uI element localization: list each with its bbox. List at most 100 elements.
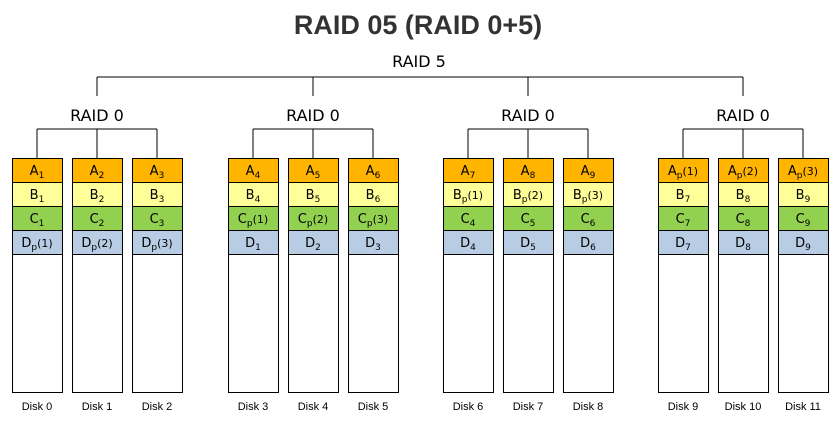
block-label: A2 (90, 164, 105, 181)
block-label: C8 (736, 212, 751, 229)
block-d (132, 230, 183, 255)
block-a (288, 158, 339, 183)
block-d (288, 230, 339, 255)
disk-name-label: Disk 0 (22, 401, 53, 413)
block-label: Ap(1) (668, 164, 698, 181)
block-label: B5 (306, 188, 321, 205)
disk-name-label: Disk 10 (725, 401, 762, 413)
block-c (12, 206, 63, 231)
block-label: D2 (305, 236, 321, 253)
block-label: Cp(3) (358, 212, 388, 229)
block-b (658, 182, 709, 207)
block-c (718, 206, 769, 231)
block-label: C9 (796, 212, 811, 229)
block-b (228, 182, 279, 207)
block-label: Dp(1) (21, 236, 52, 253)
block-label: B4 (246, 188, 261, 205)
disk-name-label: Disk 2 (142, 401, 173, 413)
raid0-label: RAID 0 (716, 106, 770, 125)
block-a (132, 158, 183, 183)
block-label: Bp(3) (573, 188, 603, 205)
block-label: A8 (521, 164, 536, 181)
block-label: B1 (30, 188, 45, 205)
block-label: A9 (581, 164, 596, 181)
block-c (443, 206, 494, 231)
block-d (72, 230, 123, 255)
disk-name-label: Disk 1 (82, 401, 113, 413)
block-a (228, 158, 279, 183)
disk-name-label: Disk 6 (453, 401, 484, 413)
disk-name-label: Disk 9 (668, 401, 699, 413)
block-c (288, 206, 339, 231)
block-c (658, 206, 709, 231)
block-label: C2 (90, 212, 105, 229)
block-a (72, 158, 123, 183)
block-d (563, 230, 614, 255)
block-d (658, 230, 709, 255)
block-label: C1 (30, 212, 45, 229)
block-label: C6 (581, 212, 596, 229)
block-b (503, 182, 554, 207)
block-a (563, 158, 614, 183)
block-label: C5 (521, 212, 536, 229)
block-label: D7 (675, 236, 691, 253)
block-a (658, 158, 709, 183)
disk-name-label: Disk 5 (358, 401, 389, 413)
block-label: C3 (150, 212, 165, 229)
block-c (563, 206, 614, 231)
block-label: B6 (366, 188, 381, 205)
raid5-label: RAID 5 (392, 52, 446, 71)
block-label: Dp(2) (81, 236, 112, 253)
block-c (228, 206, 279, 231)
raid0-label: RAID 0 (70, 106, 124, 125)
block-label: Cp(2) (298, 212, 328, 229)
block-label: A4 (246, 164, 261, 181)
block-b (72, 182, 123, 207)
block-b (718, 182, 769, 207)
block-label: Ap(3) (788, 164, 818, 181)
disk-name-label: Disk 4 (298, 401, 329, 413)
block-label: D1 (245, 236, 261, 253)
block-label: B7 (676, 188, 691, 205)
block-d (12, 230, 63, 255)
block-b (12, 182, 63, 207)
block-label: D5 (520, 236, 536, 253)
block-label: A5 (306, 164, 321, 181)
block-label: C4 (461, 212, 476, 229)
disk-name-label: Disk 3 (238, 401, 269, 413)
block-label: D6 (580, 236, 596, 253)
block-d (778, 230, 829, 255)
block-label: D8 (735, 236, 751, 253)
block-label: A3 (150, 164, 165, 181)
block-label: Dp(3) (141, 236, 172, 253)
block-a (12, 158, 63, 183)
block-label: B2 (90, 188, 105, 205)
block-label: Bp(2) (513, 188, 543, 205)
block-label: D4 (460, 236, 476, 253)
block-c (132, 206, 183, 231)
block-d (503, 230, 554, 255)
block-a (443, 158, 494, 183)
block-label: A1 (30, 164, 45, 181)
block-b (563, 182, 614, 207)
block-label: D3 (365, 236, 381, 253)
block-d (443, 230, 494, 255)
disk-name-label: Disk 11 (785, 401, 821, 413)
block-label: A6 (366, 164, 381, 181)
block-c (503, 206, 554, 231)
raid0-label: RAID 0 (286, 106, 340, 125)
